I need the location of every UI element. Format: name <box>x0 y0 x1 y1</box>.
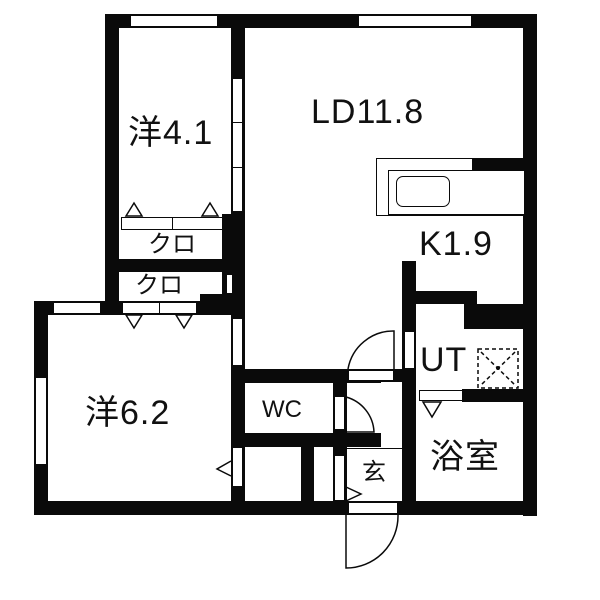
divider <box>172 217 173 230</box>
divider <box>159 302 160 314</box>
room-label-western-1: 洋4.1 <box>128 114 214 152</box>
room-label-closet-2: クロ <box>135 272 183 299</box>
wall-storage-mid <box>301 447 314 507</box>
entrance-door <box>348 502 398 514</box>
door-marker-icon <box>200 201 220 217</box>
window-top-left <box>130 15 218 27</box>
door-marker-icon <box>124 314 144 330</box>
wall-closet2-step <box>200 294 245 314</box>
washer-space-icon <box>477 348 519 389</box>
wall-ut-block <box>464 304 537 329</box>
door-marker-icon <box>345 486 363 502</box>
wall-left-upper <box>105 14 119 304</box>
kitchen-counter-inner <box>388 170 524 216</box>
door-marker-icon <box>174 314 194 330</box>
sliding-door-room1 <box>232 78 243 212</box>
room-label-western-2: 洋6.2 <box>85 394 171 432</box>
wall-closet1-bottom <box>105 259 245 272</box>
wall-hall-right <box>402 261 416 515</box>
window-top-right <box>358 15 472 27</box>
door-swing-icon <box>347 330 395 370</box>
door-marker-icon <box>124 201 144 217</box>
wall-right <box>523 14 537 244</box>
window-left <box>35 377 47 465</box>
bath-door <box>419 390 463 401</box>
door-room2-lower <box>232 447 243 487</box>
counter-bottom-line <box>388 214 524 216</box>
room-label-closet-1: クロ <box>148 231 196 258</box>
small-window <box>226 274 233 294</box>
room-label-entrance: 玄 <box>362 459 386 486</box>
room-label-wc: WC <box>262 396 302 423</box>
line-entrance-step <box>345 448 405 449</box>
kitchen-wall-segment <box>472 158 524 170</box>
storage-door <box>334 455 345 501</box>
window-step-left <box>53 302 101 314</box>
room-label-kitchen: K1.9 <box>419 225 493 263</box>
door-marker-icon <box>215 460 232 477</box>
hall-door-opening <box>348 370 394 381</box>
wc-door <box>334 396 345 430</box>
door-room2-ld <box>232 318 243 366</box>
sink-icon <box>396 176 450 207</box>
wall-ut-top <box>402 291 477 304</box>
room-label-ld: LD11.8 <box>311 93 425 131</box>
door-swing-icon <box>345 396 375 433</box>
ut-sliding-door <box>404 331 415 369</box>
door-marker-icon <box>421 401 443 419</box>
divider <box>232 122 243 123</box>
divider <box>232 167 243 168</box>
wall-ut-bottom <box>462 389 537 402</box>
room-label-utility: UT <box>420 341 468 379</box>
room-label-bathroom: 浴室 <box>430 438 500 476</box>
door-swing-icon <box>345 514 399 569</box>
